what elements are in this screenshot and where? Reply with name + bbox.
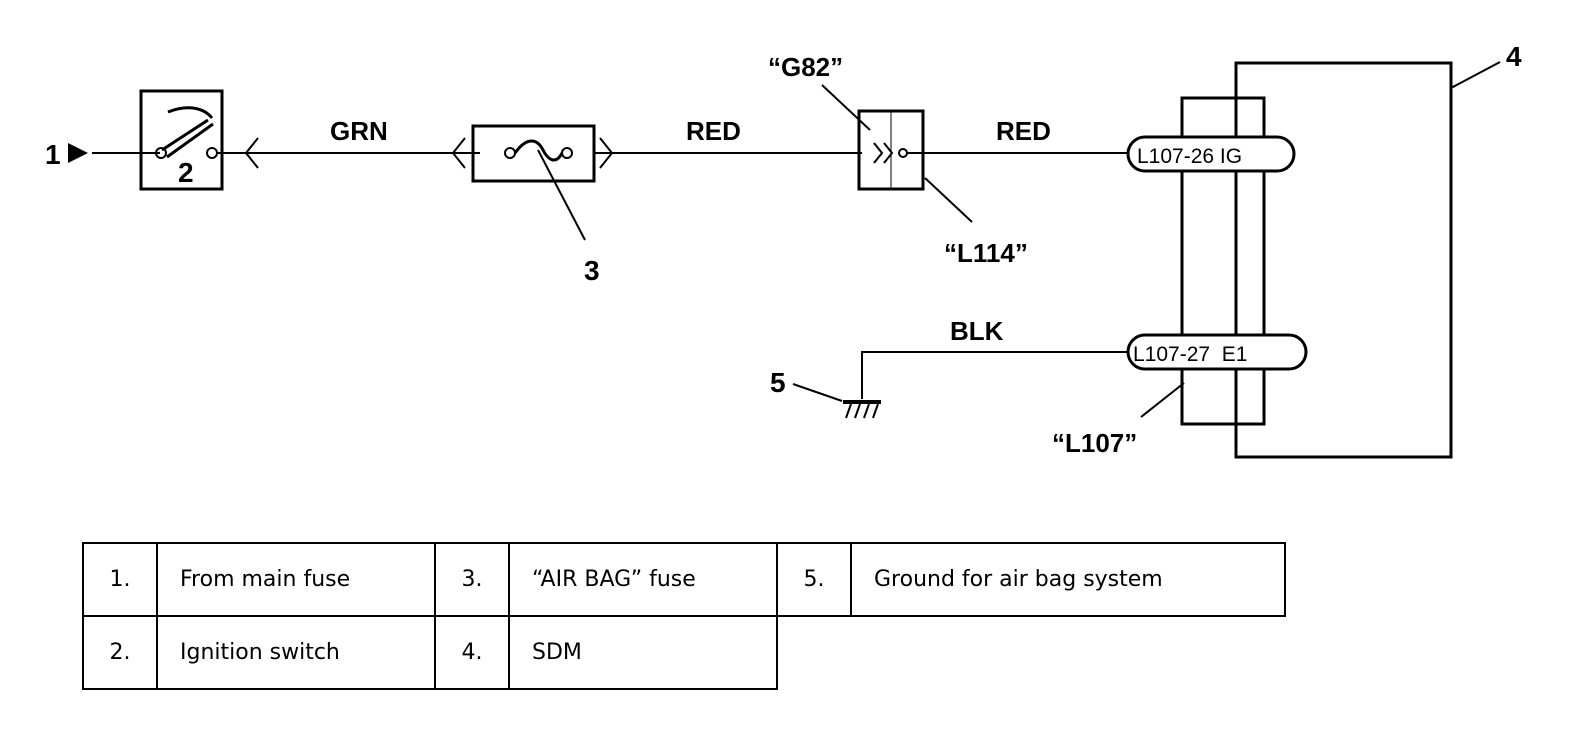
legend-row: 2. Ignition switch 4. SDM [82, 615, 1285, 690]
connector-label-l114: “L114” [944, 238, 1028, 268]
switch-contact-left [155, 147, 167, 159]
legend-text: Ground for air bag system [850, 542, 1286, 617]
pin-ig-box [1126, 135, 1296, 173]
input-arrow-icon [68, 143, 88, 163]
sdm-box [1234, 61, 1453, 459]
wire-label-red-1: RED [686, 116, 741, 146]
pin-e1-label: L107-27 E1 [1133, 343, 1247, 366]
fuse-contact-left [504, 147, 516, 159]
legend-num: 3. [434, 542, 510, 617]
callout-4: 4 [1506, 41, 1522, 72]
sdm-connector-l107 [1180, 96, 1266, 426]
fuse-contact-right [561, 147, 573, 159]
junction-chevron-icon [873, 142, 894, 164]
callout-3: 3 [584, 255, 600, 286]
wire-label-blk: BLK [950, 316, 1004, 346]
ignition-switch-box [139, 89, 224, 191]
legend-empty-cell [777, 616, 851, 689]
fuse-element-icon [513, 139, 564, 162]
legend-text: Ignition switch [156, 615, 436, 690]
l107-leader [1140, 382, 1185, 418]
callout-5: 5 [770, 367, 786, 398]
legend-num: 2. [82, 615, 158, 690]
junction-contact [898, 148, 908, 158]
legend-text: “AIR BAG” fuse [508, 542, 778, 617]
callout-5-leader [792, 383, 843, 402]
l114-leader [924, 177, 973, 223]
fuse-box [471, 124, 596, 183]
legend-table: 1. From main fuse 3. “AIR BAG” fuse 5. G… [82, 542, 1286, 690]
switch-lever-icon [161, 106, 214, 159]
switch-contact-right [206, 147, 218, 159]
pin-e1-box [1126, 333, 1308, 371]
wire-blk [861, 351, 1128, 399]
legend-empty-cell [851, 616, 1285, 689]
g82-leader [821, 84, 871, 131]
wire-label-red-2: RED [996, 116, 1051, 146]
callout-2: 2 [178, 157, 194, 188]
connector-chevron-fuse-left [451, 137, 466, 169]
legend-num: 4. [434, 615, 510, 690]
legend-text: SDM [508, 615, 778, 690]
callout-1: 1 [45, 139, 61, 170]
legend-num: 5. [776, 542, 852, 617]
ground-hatch-icon [845, 403, 879, 419]
wire-label-grn: GRN [330, 116, 388, 146]
callout-3-leader [537, 149, 586, 241]
callout-4-leader [1450, 61, 1501, 89]
pin-ig-label: L107-26 IG [1137, 145, 1242, 168]
connector-label-l107: “L107” [1052, 428, 1137, 458]
legend-num: 1. [82, 542, 158, 617]
connector-chevron-switch [244, 137, 259, 169]
legend-text: From main fuse [156, 542, 436, 617]
legend-row: 1. From main fuse 3. “AIR BAG” fuse 5. G… [82, 542, 1286, 617]
connector-label-g82: “G82” [768, 52, 843, 82]
